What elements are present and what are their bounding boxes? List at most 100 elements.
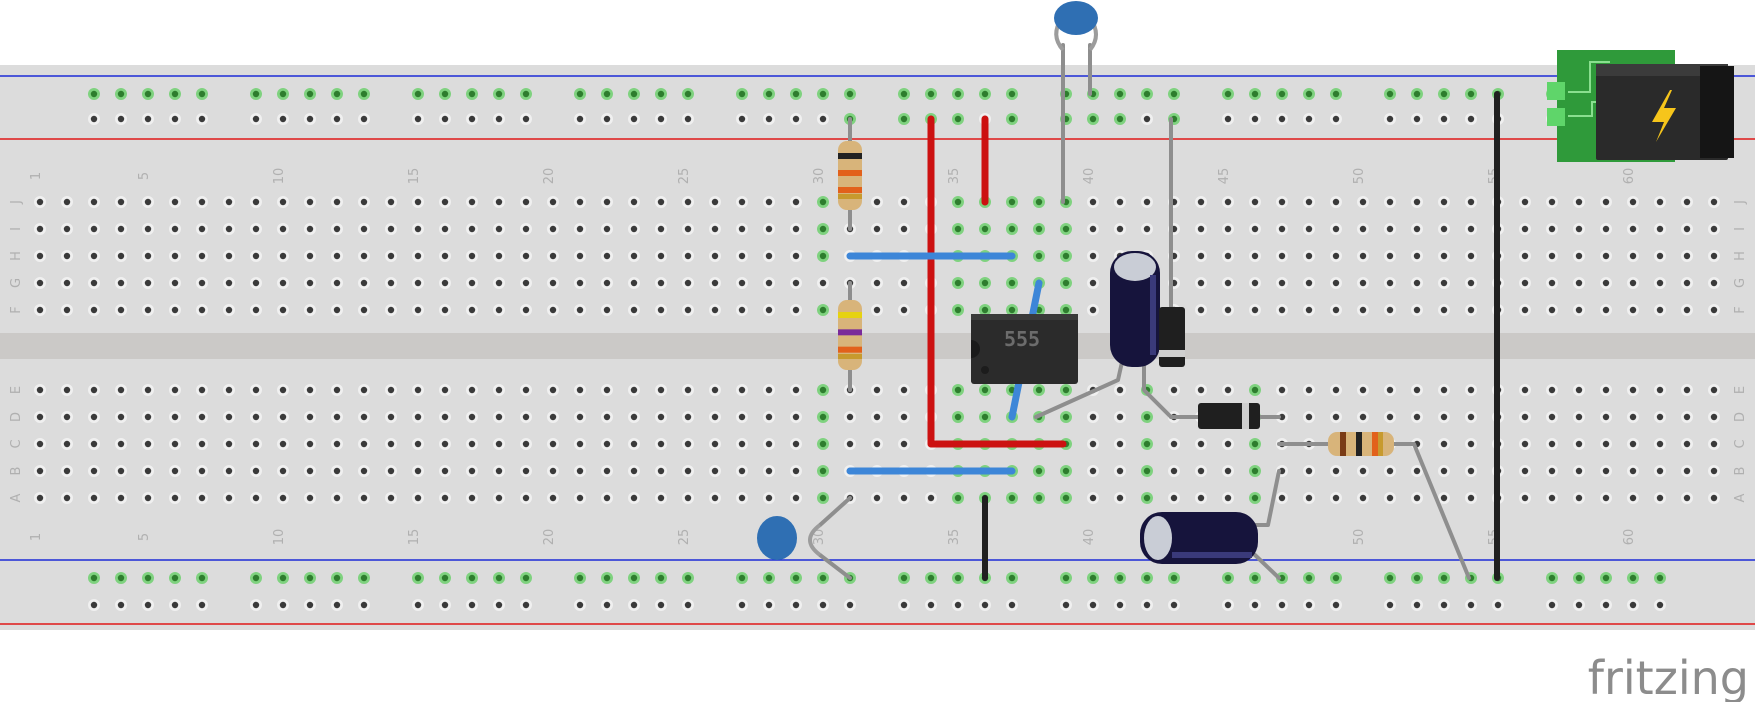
breadboard-hole-center bbox=[711, 198, 719, 206]
breadboard-hole-center bbox=[630, 494, 638, 502]
breadboard-hole-center bbox=[144, 386, 152, 394]
rail-hole-center bbox=[333, 115, 341, 123]
breadboard-hole-center bbox=[576, 198, 584, 206]
electrolytic-capacitor-horizontal[interactable] bbox=[1140, 512, 1258, 564]
capacitor-lead[interactable] bbox=[818, 496, 852, 527]
breadboard-hole-center bbox=[1521, 225, 1529, 233]
rail-hole-center bbox=[117, 115, 125, 123]
resistor-lead[interactable] bbox=[1388, 442, 1471, 580]
breadboard-hole-center bbox=[1143, 467, 1151, 475]
rail-hole-center bbox=[954, 601, 962, 609]
breadboard-hole-center bbox=[1116, 440, 1124, 448]
column-number: 5 bbox=[137, 533, 152, 541]
breadboard-hole-center bbox=[1089, 306, 1097, 314]
breadboard-hole-center bbox=[117, 198, 125, 206]
breadboard-hole-center bbox=[252, 252, 260, 260]
breadboard-hole-center bbox=[1521, 386, 1529, 394]
column-number: 15 bbox=[407, 529, 422, 546]
capacitor-lead[interactable] bbox=[1034, 360, 1124, 419]
breadboard-hole-center bbox=[1521, 494, 1529, 502]
row-letter: A bbox=[1733, 493, 1748, 502]
rail-hole-center bbox=[495, 601, 503, 609]
breadboard-hole-center bbox=[63, 467, 71, 475]
rail-hole-center bbox=[657, 574, 665, 582]
breadboard-hole-center bbox=[144, 279, 152, 287]
rail-hole-center bbox=[468, 115, 476, 123]
breadboard-hole-center bbox=[279, 440, 287, 448]
rail-hole-center bbox=[1602, 601, 1610, 609]
power-jack[interactable] bbox=[1547, 50, 1734, 162]
rail-hole-center bbox=[198, 574, 206, 582]
breadboard-hole-center bbox=[63, 279, 71, 287]
breadboard-hole-center bbox=[1089, 279, 1097, 287]
rail-hole-center bbox=[144, 601, 152, 609]
rail-hole-center bbox=[576, 90, 584, 98]
breadboard-hole-center bbox=[1251, 279, 1259, 287]
breadboard-hole-center bbox=[576, 494, 584, 502]
rail-hole-center bbox=[603, 574, 611, 582]
ic-555[interactable]: 555 bbox=[971, 314, 1078, 384]
breadboard-hole-center bbox=[1062, 306, 1070, 314]
breadboard-hole-center bbox=[1629, 494, 1637, 502]
electrolytic-capacitor-vertical[interactable] bbox=[1110, 251, 1160, 367]
breadboard-hole-center bbox=[522, 413, 530, 421]
breadboard-hole-center bbox=[1602, 306, 1610, 314]
breadboard-hole-center bbox=[1656, 467, 1664, 475]
rail-hole-center bbox=[765, 574, 773, 582]
breadboard-hole-center bbox=[252, 386, 260, 394]
resistor-r3[interactable] bbox=[1328, 432, 1394, 456]
resistor-r1[interactable] bbox=[838, 141, 862, 210]
resistor-r2[interactable] bbox=[838, 300, 862, 370]
rail-hole-center bbox=[1089, 115, 1097, 123]
red-wire-vcc[interactable] bbox=[927, 115, 1067, 448]
capacitor-lead[interactable] bbox=[1253, 469, 1281, 527]
rail-hole-center bbox=[981, 90, 989, 98]
breadboard-hole-center bbox=[1197, 198, 1205, 206]
breadboard-hole-center bbox=[1035, 225, 1043, 233]
rail-hole-center bbox=[1089, 601, 1097, 609]
capacitor-lead[interactable] bbox=[1253, 553, 1281, 580]
breadboard-hole-center bbox=[1467, 306, 1475, 314]
breadboard-hole-center bbox=[1548, 252, 1556, 260]
column-number: 30 bbox=[812, 168, 827, 185]
capacitor-lead[interactable] bbox=[818, 553, 852, 580]
breadboard-hole-center bbox=[1359, 494, 1367, 502]
breadboard-hole-center bbox=[657, 440, 665, 448]
breadboard-hole-center bbox=[684, 279, 692, 287]
breadboard-hole-center bbox=[765, 494, 773, 502]
diode-horizontal[interactable] bbox=[1198, 403, 1260, 429]
ceramic-capacitor-top[interactable] bbox=[1054, 1, 1098, 52]
breadboard-hole-center bbox=[1656, 494, 1664, 502]
column-number: 5 bbox=[137, 172, 152, 180]
breadboard-hole-center bbox=[1305, 494, 1313, 502]
breadboard-hole-center bbox=[873, 225, 881, 233]
diode-vertical[interactable] bbox=[1159, 307, 1185, 367]
breadboard-hole-center bbox=[1359, 252, 1367, 260]
breadboard-hole-center bbox=[333, 198, 341, 206]
breadboard-hole-center bbox=[1710, 467, 1718, 475]
ceramic-capacitor-bottom[interactable] bbox=[757, 516, 822, 560]
rail-hole-center bbox=[684, 90, 692, 98]
breadboard-hole-center bbox=[468, 467, 476, 475]
breadboard-hole-center bbox=[1683, 494, 1691, 502]
breadboard-hole-center bbox=[765, 279, 773, 287]
column-number: 40 bbox=[1082, 168, 1097, 185]
breadboard-hole-center bbox=[1062, 252, 1070, 260]
rail-hole-center bbox=[495, 115, 503, 123]
breadboard-hole-center bbox=[1521, 413, 1529, 421]
resistor-band-tolerance bbox=[1378, 432, 1383, 456]
breadboard-hole-center bbox=[1548, 386, 1556, 394]
rail-hole-center bbox=[927, 601, 935, 609]
breadboard-hole-center bbox=[414, 225, 422, 233]
breadboard-hole-center bbox=[387, 467, 395, 475]
rail-hole-center bbox=[1467, 90, 1475, 98]
breadboard-hole-center bbox=[1251, 306, 1259, 314]
breadboard-hole-center bbox=[1008, 225, 1016, 233]
breadboard-hole-center bbox=[1440, 279, 1448, 287]
breadboard-hole-center bbox=[63, 494, 71, 502]
breadboard-hole-center bbox=[441, 225, 449, 233]
capacitor-disc bbox=[1054, 1, 1098, 35]
breadboard-hole-center bbox=[1170, 386, 1178, 394]
breadboard-hole-center bbox=[1359, 279, 1367, 287]
breadboard-hole-center bbox=[657, 198, 665, 206]
